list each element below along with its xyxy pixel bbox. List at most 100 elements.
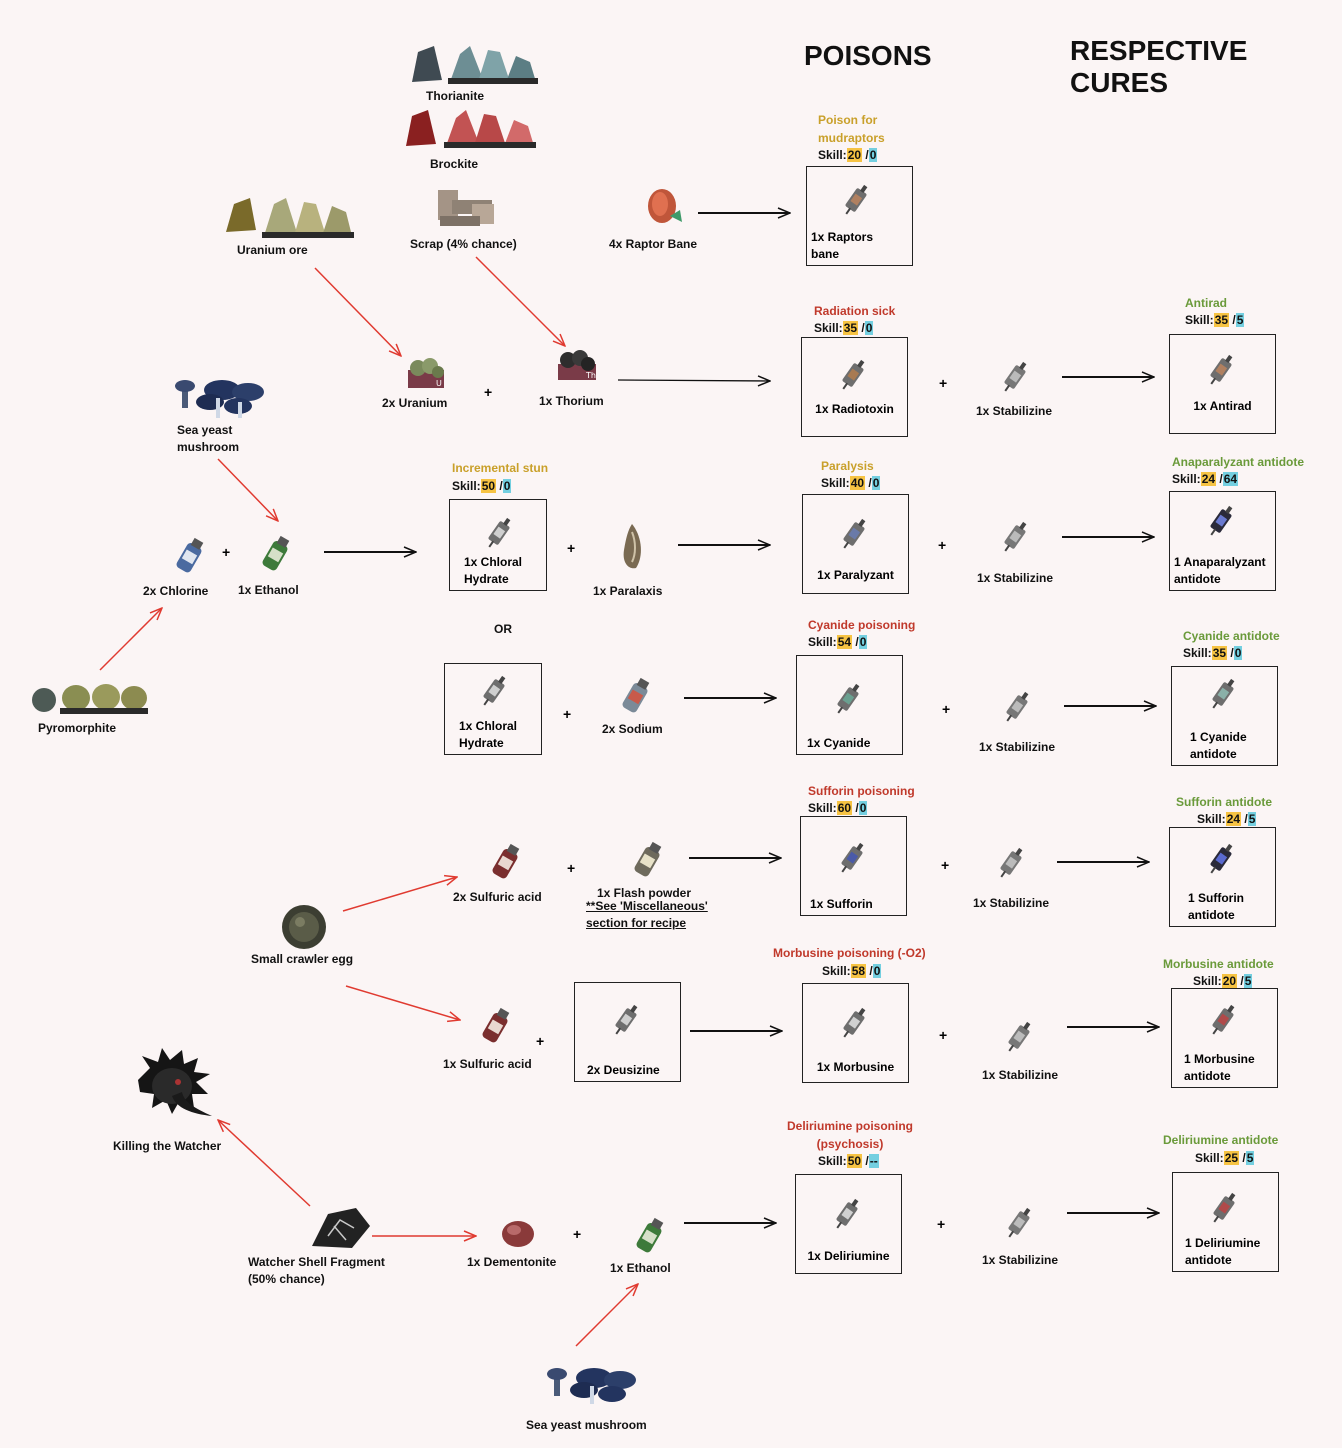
poison-box-1: 1x Radiotoxin bbox=[801, 337, 908, 437]
cure-title-5: Deliriumine antidote bbox=[1163, 1133, 1279, 1147]
syringe-icon bbox=[1210, 354, 1233, 385]
crawler-egg-label: Small crawler egg bbox=[251, 952, 354, 966]
red-arrow-watcher bbox=[218, 1120, 311, 1207]
poison-title-3: Cyanide poisoning bbox=[808, 618, 916, 632]
ethanol-icon bbox=[262, 535, 290, 571]
plus-dementonite-ethanol: + bbox=[573, 1226, 582, 1242]
flash-powder-note-2: section for recipe bbox=[586, 916, 687, 930]
syringe-icon bbox=[843, 1007, 866, 1038]
chloral-hydrate-box-2: 1x Chloral Hydrate bbox=[444, 663, 542, 755]
flash-powder-icon bbox=[634, 841, 662, 877]
cure-box-0: 1x Antirad bbox=[1169, 334, 1276, 434]
poison-skill-1: Skill:35 /0 bbox=[814, 321, 874, 335]
poison-skill-3: Skill:54 /0 bbox=[808, 635, 868, 649]
poison-title-4: Sufforin poisoning bbox=[808, 784, 915, 798]
chloral-hydrate-box-1: 1x Chloral Hydrate bbox=[449, 499, 547, 591]
or-label: OR bbox=[494, 622, 512, 636]
scrap-label: Scrap (4% chance) bbox=[410, 237, 517, 251]
brockite-icon bbox=[406, 110, 536, 148]
plus-stab-2: + bbox=[938, 537, 947, 553]
uranium-ore-label: Uranium ore bbox=[237, 243, 308, 257]
cure-box-1: 1 Anaparalyzant antidote bbox=[1169, 491, 1276, 591]
flash-powder-note-1: **See 'Miscellaneous' bbox=[586, 899, 708, 913]
red-arrow-ethanol bbox=[217, 458, 278, 521]
poison-box-5: 1x Morbusine bbox=[802, 983, 909, 1083]
poison-skill-2: Skill:40 /0 bbox=[821, 476, 881, 490]
stabilizine-icon bbox=[1006, 691, 1029, 722]
sulfuric-2x-label: 2x Sulfuric acid bbox=[453, 890, 542, 904]
red-arrow-sulfuric-2x bbox=[342, 877, 457, 912]
cure-title-2: Cyanide antidote bbox=[1183, 629, 1280, 643]
raptor-bane-label: 4x Raptor Bane bbox=[609, 237, 698, 251]
ethanol-icon-2 bbox=[636, 1217, 664, 1253]
syringe-icon bbox=[1212, 678, 1235, 709]
poison-title-2: Paralysis bbox=[821, 459, 874, 473]
incremental-stun-skill: Skill:50 /0 bbox=[452, 479, 512, 493]
pyromorphite-icon bbox=[32, 684, 148, 714]
poison-title-0: Poison for mudraptors bbox=[818, 113, 885, 145]
poison-skill-6: Skill:50 /-- bbox=[818, 1154, 879, 1168]
poison-title-1: Radiation sick bbox=[814, 304, 896, 318]
poison-box-2: 1x Paralyzant bbox=[802, 494, 909, 594]
plus-chloral-paralaxis: + bbox=[567, 540, 576, 556]
killing-watcher-label: Killing the Watcher bbox=[113, 1139, 222, 1153]
plus-chloral-sodium: + bbox=[563, 706, 572, 722]
sea-yeast-label-2: Sea yeast mushroom bbox=[526, 1418, 647, 1432]
svg-text:Th: Th bbox=[585, 371, 596, 380]
syringe-icon bbox=[1210, 843, 1233, 874]
thorium-label: 1x Thorium bbox=[539, 394, 604, 408]
cure-title-1: Anaparalyzant antidote bbox=[1172, 455, 1305, 469]
stabilizine-icon bbox=[1004, 521, 1027, 552]
svg-text:U: U bbox=[436, 379, 442, 388]
poison-title-6: Deliriumine poisoning (psychosis) bbox=[787, 1119, 914, 1151]
syringe-icon bbox=[488, 517, 511, 548]
plus-stab-4: + bbox=[941, 857, 950, 873]
dementonite-label: 1x Dementonite bbox=[467, 1255, 557, 1269]
syringe-icon bbox=[1213, 1192, 1236, 1223]
plus-chlorine-ethanol: + bbox=[222, 544, 231, 560]
syringe-icon bbox=[845, 184, 868, 215]
sodium-label: 2x Sodium bbox=[602, 722, 663, 736]
plus-stab-1: + bbox=[939, 375, 948, 391]
uranium-ore-icon bbox=[226, 198, 354, 238]
poisons-header: POISONS bbox=[804, 40, 932, 71]
sulfuric-acid-icon bbox=[492, 843, 520, 879]
stabilizine-label-3: 1x Stabilizine bbox=[979, 740, 1056, 754]
cure-skill-3: Skill:24 /5 bbox=[1197, 812, 1257, 826]
sodium-icon bbox=[622, 677, 650, 713]
crawler-egg-icon bbox=[282, 905, 326, 949]
ethanol-label-2: 1x Ethanol bbox=[610, 1261, 671, 1275]
syringe-icon bbox=[843, 518, 866, 549]
stabilizine-icon bbox=[1000, 847, 1023, 878]
raptor-bane-icon bbox=[648, 189, 682, 223]
cure-box-5: 1 Deliriumine antidote bbox=[1172, 1172, 1279, 1272]
cure-box-3: 1 Sufforin antidote bbox=[1169, 827, 1276, 927]
thorianite-icon bbox=[412, 46, 538, 84]
syringe-icon bbox=[842, 359, 865, 390]
poison-box-4: 1x Sufforin bbox=[800, 816, 907, 916]
deusizine-box: 2x Deusizine bbox=[574, 982, 681, 1082]
poison-box-6: 1x Deliriumine bbox=[795, 1174, 902, 1274]
thorianite-label: Thorianite bbox=[426, 89, 485, 103]
syringe-icon bbox=[483, 675, 506, 706]
cure-skill-1: Skill:24 /64 bbox=[1172, 472, 1239, 486]
poison-box-3: 1x Cyanide bbox=[796, 655, 903, 755]
plus-stab-6: + bbox=[937, 1216, 946, 1232]
watcher-shell-icon bbox=[312, 1208, 370, 1248]
plus-sulfuric-flash: + bbox=[567, 860, 576, 876]
poison-skill-5: Skill:58 /0 bbox=[822, 964, 882, 978]
stabilizine-label-5: 1x Stabilizine bbox=[982, 1068, 1059, 1082]
syringe-icon bbox=[1210, 505, 1233, 536]
cure-title-3: Sufforin antidote bbox=[1176, 795, 1272, 809]
plus-sulfuric-deusizine: + bbox=[536, 1033, 545, 1049]
uranium-label: 2x Uranium bbox=[382, 396, 448, 410]
paralaxis-label: 1x Paralaxis bbox=[593, 584, 663, 598]
poison-title-5: Morbusine poisoning (-O2) bbox=[773, 946, 926, 960]
red-arrow-ethanol-2 bbox=[575, 1284, 638, 1347]
cure-box-2: 1 Cyanide antidote bbox=[1171, 666, 1278, 766]
watcher-shell-label: Watcher Shell Fragment (50% chance) bbox=[248, 1255, 385, 1286]
stabilizine-label-1: 1x Stabilizine bbox=[976, 404, 1053, 418]
stabilizine-label-4: 1x Stabilizine bbox=[973, 896, 1050, 910]
cures-header: RESPECTIVE CURES bbox=[1070, 35, 1248, 98]
chlorine-icon bbox=[176, 537, 204, 573]
